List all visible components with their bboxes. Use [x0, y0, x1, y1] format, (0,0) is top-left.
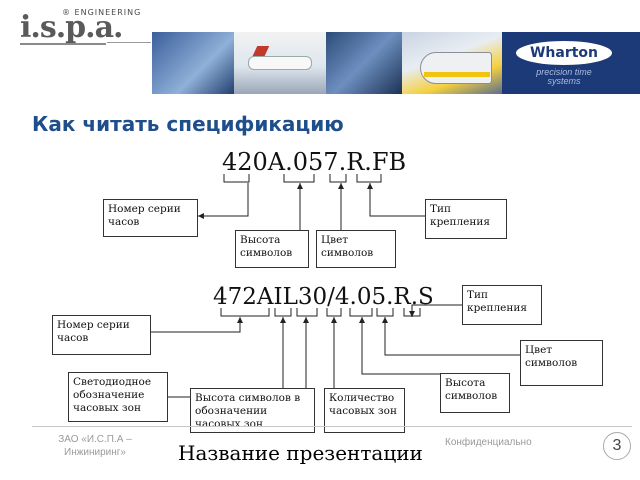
- label-2-zone-count: Количество часовых зон: [324, 388, 405, 433]
- footer-confidential: Конфиденциально: [445, 437, 532, 448]
- label-1-color: Цвет символов: [316, 230, 396, 268]
- control-room-photo: [152, 32, 234, 94]
- label-1-height: Высота символов: [235, 230, 309, 268]
- footer-presentation-title: Название презентации: [178, 441, 423, 465]
- logo-underline: [20, 43, 106, 45]
- label-1-mount: Тип крепления: [425, 199, 507, 239]
- bracket-2-zone-count: [326, 308, 342, 317]
- arrowhead-2-zone-count: [331, 317, 337, 323]
- bracket-1-color: [329, 174, 347, 183]
- arrow-2-height: [361, 317, 440, 375]
- label-2-series: Номер серии часов: [52, 315, 151, 355]
- logo-engineering-caption: ® ENGINEERING: [62, 8, 142, 17]
- label-2-led: Светодиодное обозначение часовых зон: [68, 372, 168, 422]
- header-banner: Wharton precision time systems: [152, 32, 640, 94]
- wharton-logo-panel: Wharton precision time systems: [502, 32, 640, 94]
- arrow-1-mount: [369, 183, 425, 217]
- arrowhead-2-led: [280, 317, 286, 323]
- spec-code-2: 472AIL30/4.05.R.S: [213, 284, 434, 310]
- label-1-series: Номер серии часов: [103, 199, 198, 237]
- arrow-2-series: [151, 317, 241, 333]
- ispa-logo: i.s.p.a.: [20, 10, 123, 45]
- bracket-1-height: [283, 174, 315, 183]
- wharton-tagline: precision time systems: [536, 67, 592, 86]
- spec-code-1: 420A.057.R.FB: [222, 148, 407, 176]
- airplane-photo: [234, 32, 326, 94]
- arrowhead-2-series: [237, 317, 243, 323]
- footer-company: ЗАО «И.С.П.А – Инжиниринг»: [58, 434, 132, 458]
- wharton-brand-name: Wharton: [529, 45, 599, 61]
- arrowhead-1-mount: [367, 183, 373, 189]
- label-2-mount: Тип крепления: [462, 285, 542, 325]
- arrow-2-led: [168, 317, 284, 398]
- label-2-zone-height: Высота символов в обозначении часовых зо…: [190, 388, 315, 433]
- bracket-2-zone-height: [296, 308, 318, 317]
- train-photo: [402, 32, 502, 94]
- wharton-logo-oval: [516, 41, 612, 65]
- bracket-2-height: [349, 308, 373, 317]
- label-2-height: Высота символов: [440, 373, 510, 413]
- page-number: 3: [603, 432, 631, 460]
- train-stripe: [424, 72, 490, 77]
- bracket-2-series: [220, 308, 270, 317]
- arrowhead-2-mount: [409, 311, 415, 317]
- bracket-2-led: [274, 308, 292, 317]
- bracket-2-color: [376, 308, 394, 317]
- arrowhead-1-series: [198, 213, 204, 219]
- airplane-body: [248, 56, 312, 70]
- train-nose: [420, 52, 492, 84]
- arrowhead-1-height: [297, 183, 303, 189]
- arrow-1-series: [198, 183, 249, 217]
- arrowhead-1-color: [338, 183, 344, 189]
- footer-divider: [32, 426, 632, 427]
- arrow-2-color: [384, 317, 520, 356]
- trading-floor-photo: [326, 32, 402, 94]
- arrowhead-2-color: [382, 317, 388, 323]
- header-divider: [107, 42, 151, 43]
- arrowhead-2-zone-height: [303, 317, 309, 323]
- bracket-1-series: [223, 174, 250, 183]
- bracket-1-mount: [356, 174, 382, 183]
- page-title: Как читать спецификацию: [32, 112, 344, 136]
- label-2-color: Цвет символов: [520, 340, 603, 386]
- arrowhead-2-height: [359, 317, 365, 323]
